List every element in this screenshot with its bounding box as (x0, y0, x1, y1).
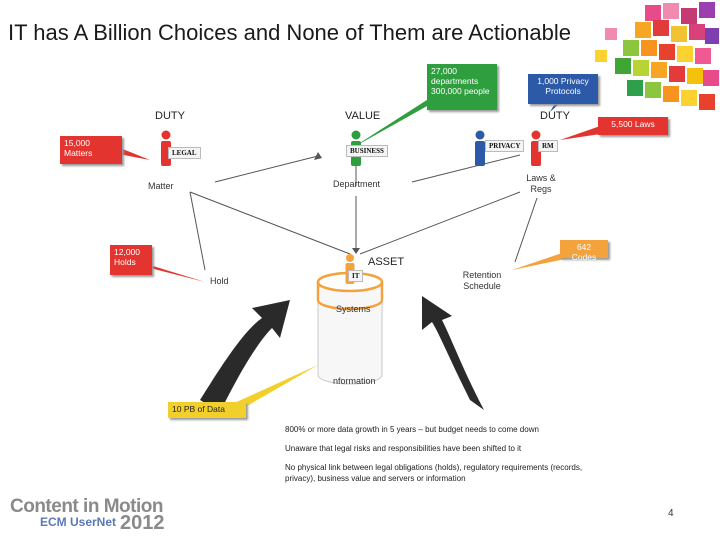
asset-header: ASSET (368, 256, 405, 268)
matters-callout: 15,000 Matters (60, 136, 122, 164)
departments-callout: 27,000 departments 300,000 people (427, 64, 497, 110)
information-node: nformation (333, 376, 376, 386)
laws-callout: 5,500 Laws (598, 117, 668, 135)
privacy-badge: PRIVACY (485, 140, 525, 152)
matter-node: Matter (148, 181, 174, 191)
it-badge: IT (348, 270, 364, 282)
page-number: 4 (668, 508, 674, 519)
laws-regs-node: Laws & Regs (526, 173, 556, 194)
logo-ecm-usernet: ECM UserNet (40, 515, 117, 529)
systems-node: Systems (336, 304, 371, 314)
holds-callout: 12,000 Holds (110, 245, 152, 275)
codes-callout: 642 Codes (560, 240, 608, 262)
right-curved-arrow (422, 296, 484, 410)
note-no-physical-link: No physical link between legal obligatio… (285, 463, 583, 483)
duty-left-header: DUTY (155, 110, 185, 122)
legal-badge: LEGAL (168, 147, 201, 159)
retention-schedule-node: Retention Schedule (462, 270, 502, 291)
value-header: VALUE (345, 110, 381, 122)
logo-year: 2012 (120, 512, 165, 534)
duty-right-header: DUTY (540, 110, 570, 122)
colorful-cubes-graphic (595, 2, 719, 110)
systems-cylinder (316, 271, 384, 385)
privacy-person-icon (475, 130, 485, 166)
note-data-growth: 800% or more data growth in 5 years – bu… (285, 425, 539, 434)
privacy-protocols-callout: 1,000 Privacy Protocols (528, 74, 598, 104)
left-curved-arrow (200, 300, 290, 412)
logo-content-in-motion: Content in Motion (10, 496, 163, 517)
rm-badge: RM (538, 140, 558, 152)
data-callout: 10 PB of Data (168, 402, 246, 418)
business-badge: BUSINESS (346, 145, 388, 157)
slide-title: IT has A Billion Choices and None of The… (8, 20, 571, 45)
department-node: Department (333, 179, 381, 189)
note-unaware-risk: Unaware that legal risks and responsibil… (285, 444, 522, 453)
hold-node: Hold (210, 276, 229, 286)
